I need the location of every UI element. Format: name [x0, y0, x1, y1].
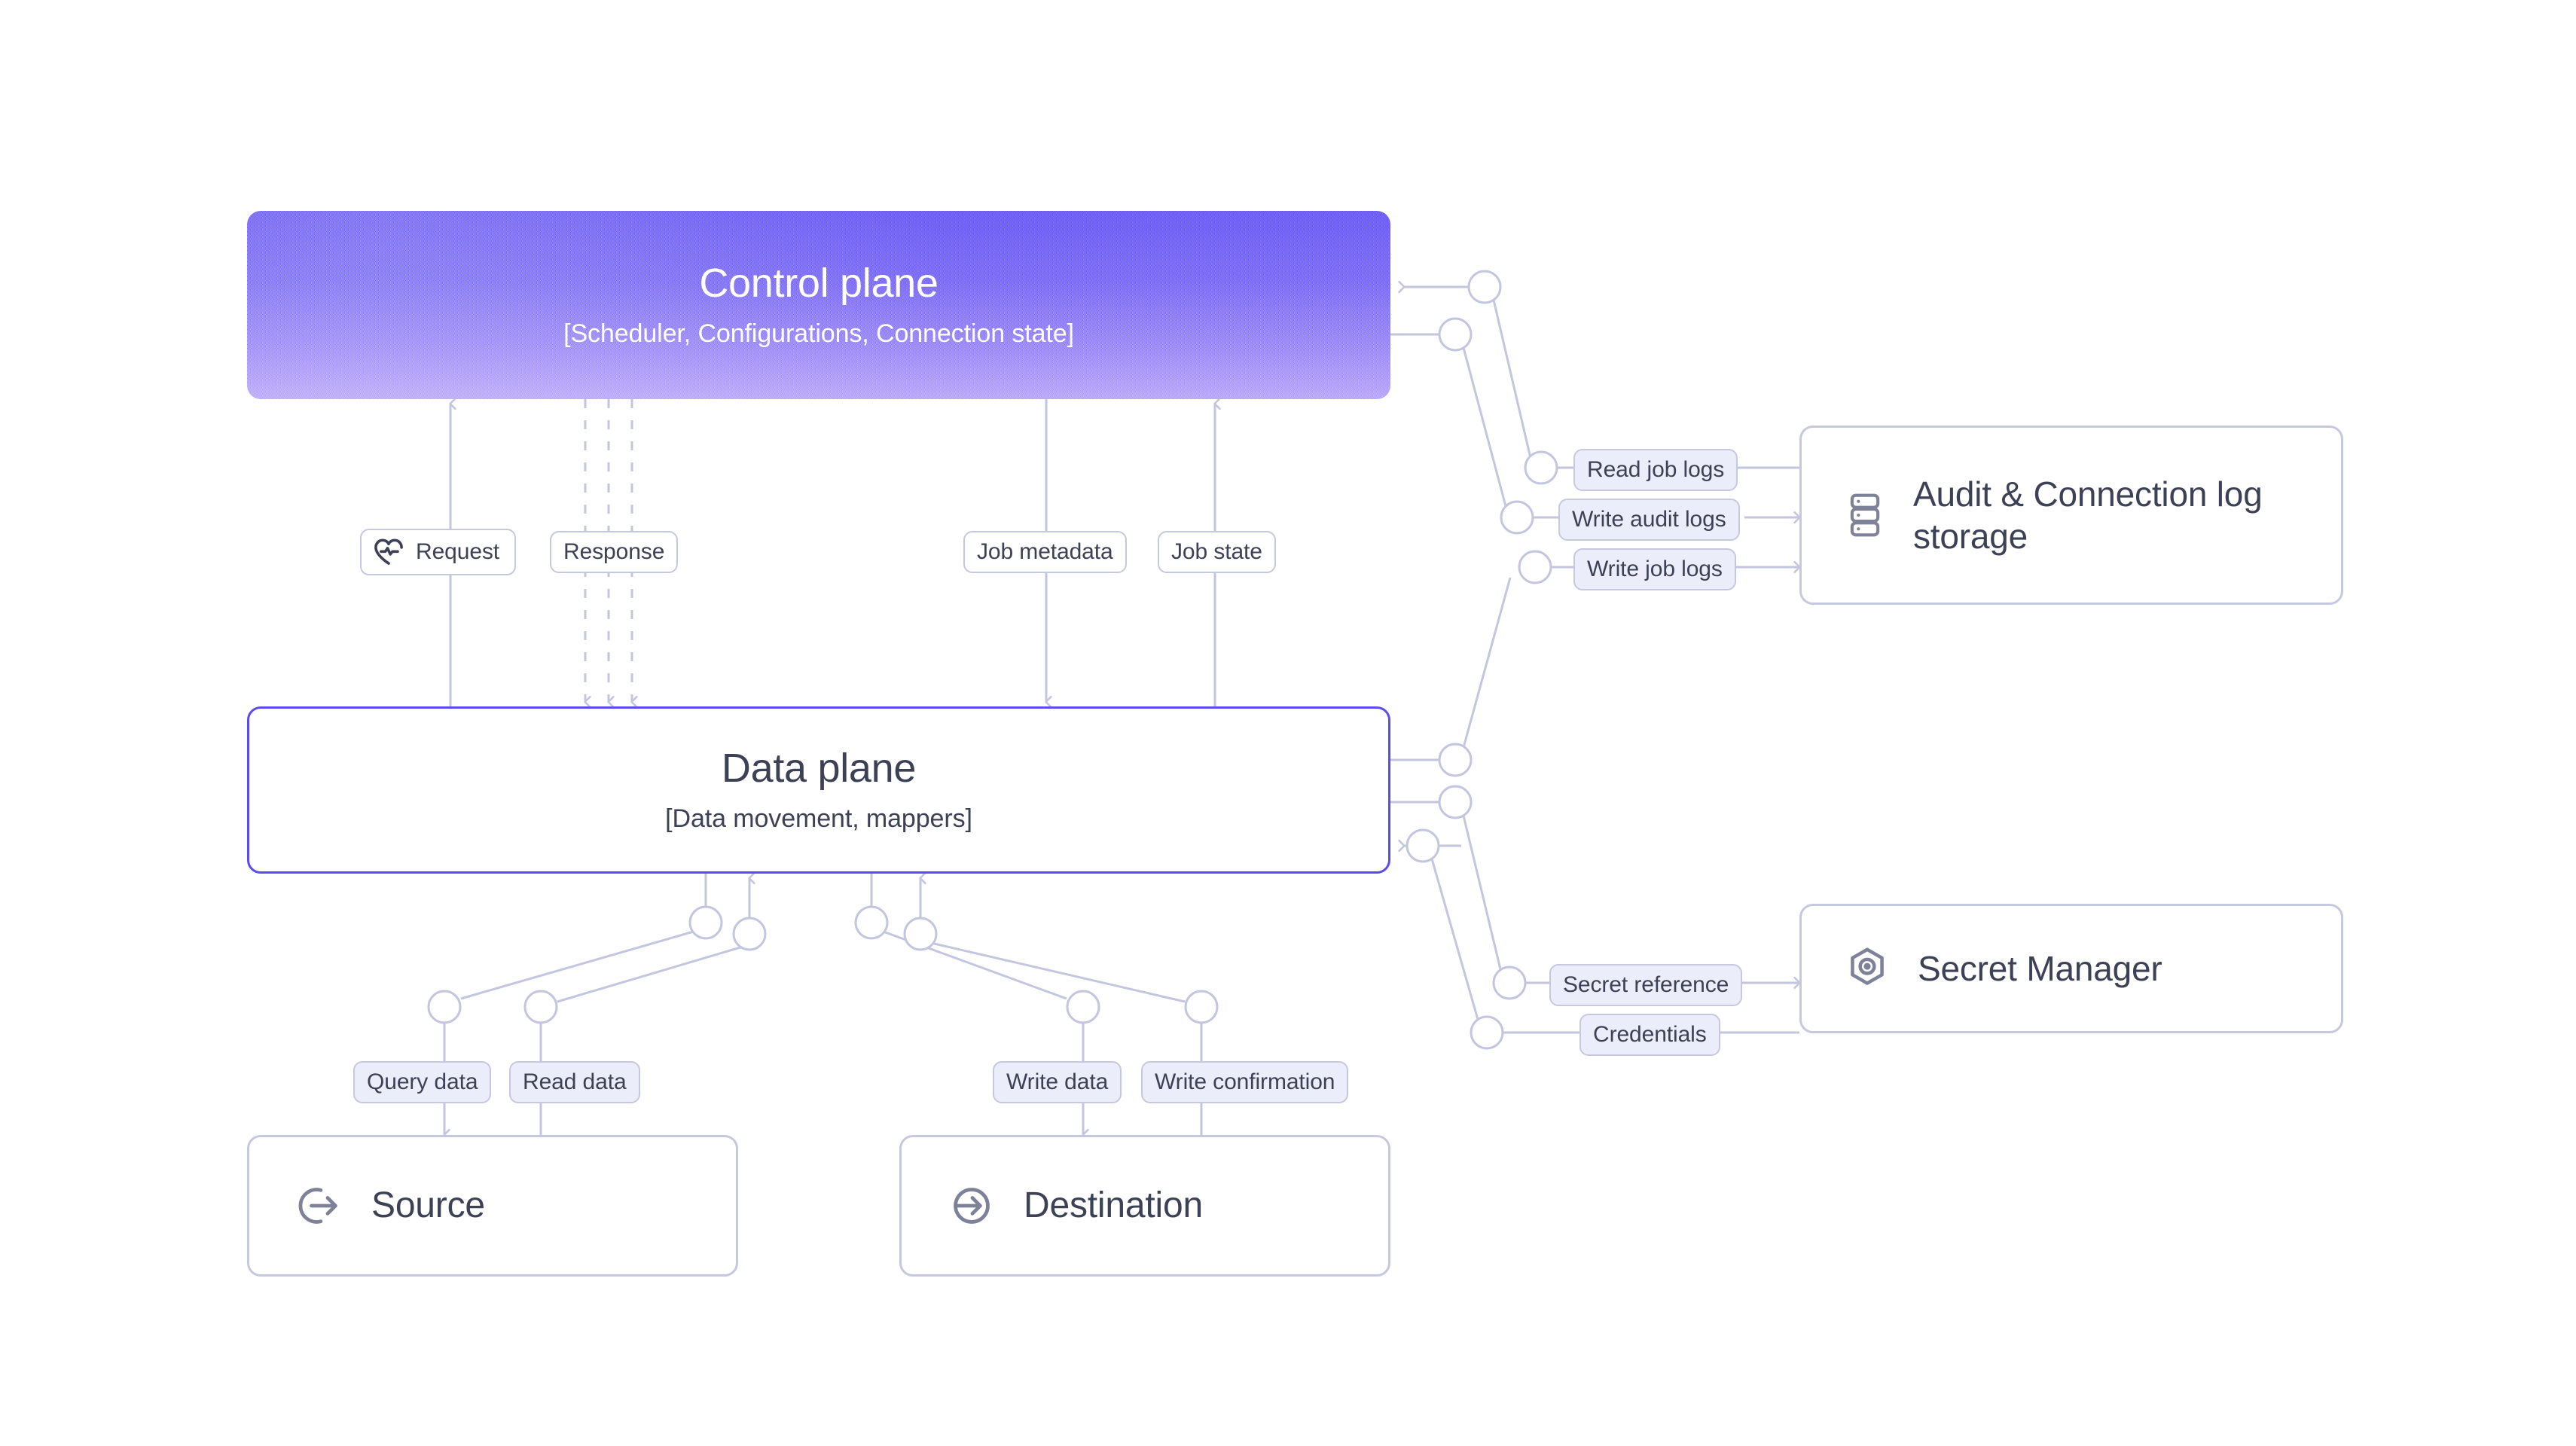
- log-out-icon: [296, 1182, 343, 1229]
- edge-label-write-audit-logs[interactable]: Write audit logs: [1558, 499, 1740, 541]
- junction-secret-ref: [1438, 785, 1473, 819]
- junction-write-data-lower: [1066, 990, 1100, 1024]
- junction-credentials-lower: [1470, 1015, 1504, 1050]
- edge-label-job-state-text: Job state: [1171, 539, 1262, 564]
- edge-label-write-job-logs[interactable]: Write job logs: [1573, 548, 1736, 590]
- junction-read-job-logs: [1467, 270, 1502, 304]
- audit-log-storage-label: Audit & Connection log storage: [1913, 474, 2263, 556]
- junction-write-confirm-lower: [1184, 990, 1219, 1024]
- control-plane-subtitle: [Scheduler, Configurations, Connection s…: [563, 319, 1074, 349]
- data-plane-title: Data plane: [721, 745, 917, 791]
- junction-query-data: [688, 905, 723, 940]
- edge-label-secret-reference[interactable]: Secret reference: [1549, 964, 1743, 1006]
- source-box[interactable]: Source: [247, 1135, 738, 1277]
- edge-label-credentials[interactable]: Credentials: [1579, 1014, 1720, 1056]
- junction-read-data: [732, 917, 767, 951]
- junction-read-job-logs-lower: [1524, 450, 1558, 485]
- edge-label-read-job-logs[interactable]: Read job logs: [1573, 449, 1738, 491]
- edge-label-response-text: Response: [563, 539, 665, 564]
- destination-label: Destination: [1024, 1185, 1203, 1225]
- edge-label-write-audit-logs-text: Write audit logs: [1572, 507, 1726, 532]
- control-plane-title: Control plane: [699, 260, 939, 306]
- data-plane-subtitle: [Data movement, mappers]: [665, 804, 972, 834]
- wire-write-job-logs-diag: [1461, 577, 1512, 751]
- junction-secret-ref-lower: [1492, 966, 1527, 1000]
- wire-read-data-diag: [557, 941, 756, 1003]
- edge-label-write-job-logs-text: Write job logs: [1587, 557, 1723, 581]
- junction-write-audit: [1438, 317, 1473, 352]
- wire-credentials-diag: [1430, 856, 1480, 1023]
- junction-write-data: [854, 905, 889, 940]
- wire-write-confirm-diag: [930, 941, 1186, 1003]
- source-label: Source: [371, 1185, 485, 1225]
- wire-write-audit-diag: [1461, 344, 1510, 518]
- edge-label-request[interactable]: Request: [360, 529, 517, 575]
- wire-read-job-logs-diag: [1491, 296, 1534, 468]
- edge-label-read-job-logs-text: Read job logs: [1587, 457, 1725, 482]
- edge-label-job-state[interactable]: Job state: [1158, 531, 1276, 573]
- junction-write-confirm: [903, 917, 938, 951]
- junction-read-data-lower: [523, 990, 558, 1024]
- edge-label-read-data[interactable]: Read data: [509, 1061, 640, 1103]
- audit-log-storage-box[interactable]: Audit & Connection log storage: [1799, 426, 2343, 605]
- junction-write-audit-lower: [1500, 500, 1534, 535]
- edge-label-job-metadata[interactable]: Job metadata: [963, 531, 1127, 573]
- secret-manager-label: Secret Manager: [1918, 948, 2162, 988]
- edge-label-query-data[interactable]: Query data: [353, 1061, 492, 1103]
- edge-label-credentials-text: Credentials: [1593, 1022, 1707, 1047]
- log-in-icon: [948, 1182, 995, 1229]
- destination-box[interactable]: Destination: [899, 1135, 1390, 1277]
- edge-label-write-data[interactable]: Write data: [993, 1061, 1122, 1103]
- edge-label-write-confirmation[interactable]: Write confirmation: [1141, 1061, 1349, 1103]
- junction-write-job-logs-lower: [1518, 550, 1552, 584]
- junction-query-data-lower: [427, 990, 462, 1024]
- key-target-icon: [1844, 945, 1891, 992]
- database-icon: [1844, 491, 1886, 539]
- wire-query-data-diag: [460, 929, 697, 1000]
- edge-label-request-text: Request: [416, 539, 500, 564]
- edge-label-job-metadata-text: Job metadata: [977, 539, 1113, 564]
- junction-write-job-logs: [1438, 743, 1473, 777]
- junction-credentials: [1406, 828, 1440, 863]
- edge-label-write-data-text: Write data: [1006, 1069, 1109, 1094]
- edge-label-write-confirmation-text: Write confirmation: [1155, 1069, 1335, 1094]
- wire-write-data-diag: [881, 929, 1067, 1000]
- secret-manager-box[interactable]: Secret Manager: [1799, 904, 2343, 1033]
- edge-label-query-data-text: Query data: [367, 1069, 478, 1094]
- control-plane-box[interactable]: Control plane [Scheduler, Configurations…: [247, 211, 1390, 399]
- heart-pulse-icon: [372, 537, 405, 567]
- edge-label-read-data-text: Read data: [523, 1069, 627, 1094]
- edge-label-response[interactable]: Response: [550, 531, 679, 573]
- data-plane-box[interactable]: Data plane [Data movement, mappers]: [247, 706, 1390, 874]
- wire-secret-ref-diag: [1461, 812, 1503, 973]
- edge-label-secret-reference-text: Secret reference: [1563, 972, 1729, 997]
